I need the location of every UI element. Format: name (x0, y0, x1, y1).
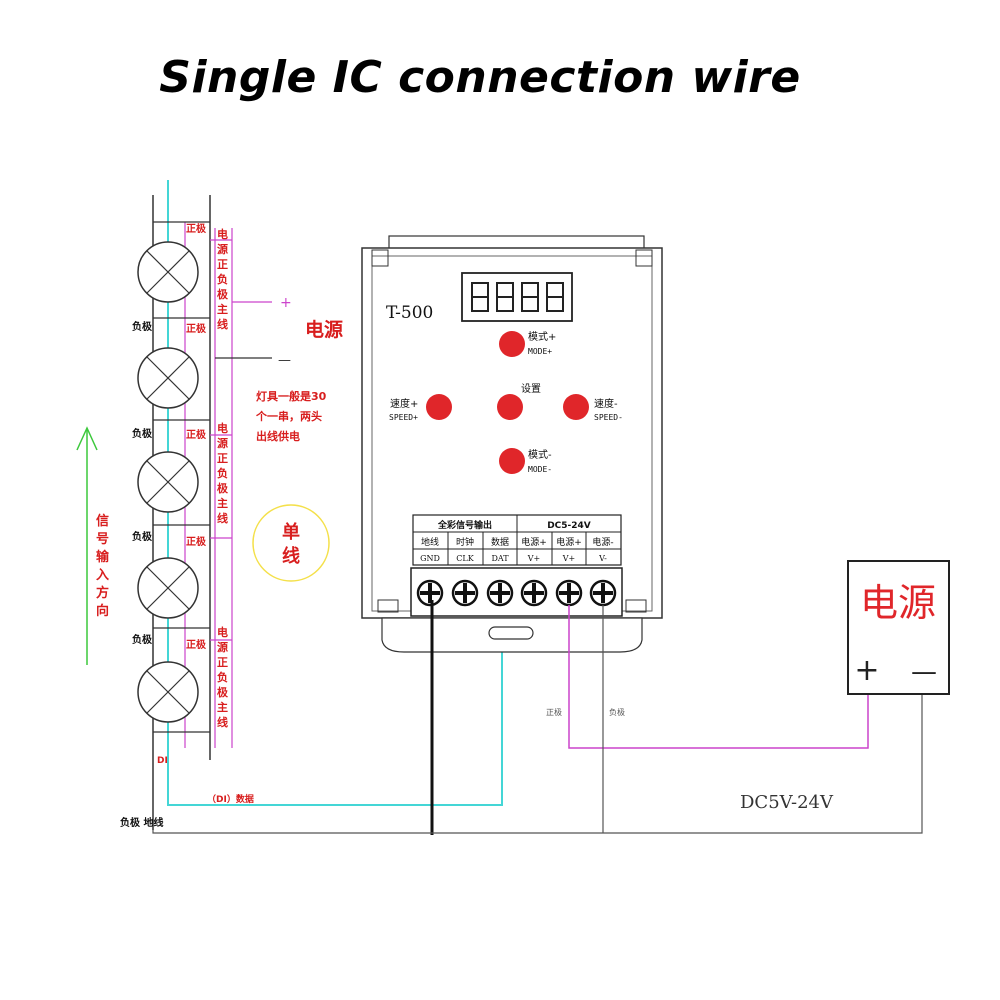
terminal-en-4: V+ (562, 554, 575, 563)
negative-label-3: 负极 (132, 530, 153, 543)
negative-label-1: 负极 (132, 320, 153, 333)
positive-label-3: 正极 (186, 428, 207, 441)
power-plus-label: + (280, 295, 292, 311)
terminal-cn-1: 时钟 (456, 536, 474, 548)
controller-model: T-500 (386, 303, 433, 323)
lamp-1 (137, 241, 199, 303)
lamp-string: 正极 正极 正极 正极 正极 负极 负极 负极 负极 电源正负极主线 电源正负极… (76, 180, 503, 830)
wire-positive-label: 正极 (546, 707, 562, 717)
vplus-wire (568, 605, 869, 749)
terminal-header-left: 全彩信号输出 (437, 519, 492, 531)
signal-direction-arrow (76, 426, 98, 665)
mode-minus-cn: 模式- (528, 448, 552, 461)
power-source-label: 电源 (305, 318, 343, 341)
busbar-label-2: 电源正负极主线 (217, 421, 229, 525)
power-minus-label: — (278, 353, 291, 368)
busbar-label-3: 电源正负极主线 (217, 625, 229, 729)
positive-label-2: 正极 (186, 322, 207, 335)
terminal-table: 全彩信号输出 DC5-24V 地线 时钟 数据 电源+ 电源+ 电源- GND … (412, 514, 622, 566)
speed-plus-button[interactable] (426, 394, 452, 420)
power-supply-box: 电源 + — (847, 560, 950, 695)
mode-minus-button[interactable] (499, 448, 525, 474)
string-note-line3: 出线供电 (256, 429, 300, 443)
lamp-4 (137, 557, 199, 619)
seven-segment-display (461, 272, 573, 322)
busbar-label-1: 电源正负极主线 (217, 227, 229, 331)
negative-label-2: 负极 (132, 427, 153, 440)
speed-plus-cn: 速度+ (390, 397, 418, 410)
mode-minus-en: MODE- (528, 465, 552, 474)
speed-minus-cn: 速度- (594, 397, 618, 410)
screw-terminal-vminus (589, 579, 617, 607)
terminal-cn-2: 数据 (491, 536, 509, 548)
mode-plus-button[interactable] (499, 331, 525, 357)
controller: T-500 模式+ MODE+ 设置 速度+ SPEED+ 速度- SPEED-… (361, 235, 663, 653)
di-label: DI (157, 756, 168, 766)
positive-label-4: 正极 (186, 535, 207, 548)
single-wire-label: 单线 (282, 521, 300, 567)
speed-plus-en: SPEED+ (389, 413, 418, 422)
lamp-3 (137, 451, 199, 513)
terminal-en-1: CLK (456, 554, 474, 563)
speed-minus-button[interactable] (563, 394, 589, 420)
screw-terminal-dat (486, 579, 514, 607)
power-notes: + — 电源 灯具一般是30 个一串，两头 出线供电 单线 (252, 295, 343, 582)
set-label: 设置 (521, 383, 541, 395)
wire-negative-label: 负极 (609, 707, 625, 717)
terminal-cn-3: 电源+ (521, 536, 547, 548)
screw-terminal-clk (451, 579, 479, 607)
terminal-en-3: V+ (527, 554, 540, 563)
terminal-cn-0: 地线 (421, 536, 439, 548)
terminal-en-0: GND (420, 554, 440, 563)
single-wire-circle (252, 504, 330, 582)
speed-minus-en: SPEED- (594, 413, 623, 422)
lamp-2 (137, 347, 199, 409)
page-title: Single IC connection wire (159, 52, 801, 103)
terminal-header-right: DC5-24V (547, 521, 591, 531)
ground-return-wire (152, 695, 923, 834)
ground-wire-label: 负极 地线 (120, 816, 163, 829)
psu-minus: — (911, 657, 937, 687)
positive-label-5: 正极 (186, 638, 207, 651)
mode-plus-cn: 模式+ (528, 330, 556, 343)
terminal-en-5: V- (598, 554, 607, 563)
psu-plus: + (854, 653, 879, 688)
positive-label-1: 正极 (186, 222, 207, 235)
negative-label-4: 负极 (132, 633, 153, 646)
string-note-line1: 灯具一般是30 (256, 389, 327, 403)
string-note-line2: 个一串，两头 (255, 409, 322, 423)
terminal-block (410, 567, 623, 617)
psu-label: 电源 (860, 581, 936, 625)
terminal-en-2: DAT (491, 554, 509, 563)
mode-plus-en: MODE+ (528, 347, 552, 356)
screw-terminal-vplus-1 (520, 579, 548, 607)
voltage-label: DC5V-24V (740, 792, 834, 813)
terminal-cn-4: 电源+ (556, 536, 582, 548)
screw-terminal-vplus-2 (555, 579, 583, 607)
lamp-5 (137, 661, 199, 723)
data-wire-label: （DI）数据 (207, 793, 254, 805)
signal-direction-label: 信号输入方向 (96, 513, 110, 619)
set-button[interactable] (497, 394, 523, 420)
screw-terminal-gnd (416, 579, 444, 607)
terminal-cn-5: 电源- (592, 536, 613, 548)
